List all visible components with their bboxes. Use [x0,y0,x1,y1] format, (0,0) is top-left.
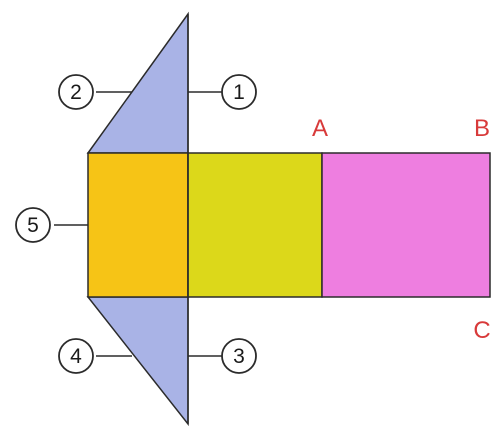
rectangle-pink [321,152,491,298]
face-marker-5 [15,207,51,243]
face-label-2: 2 [70,81,82,104]
point-label-a: A [312,115,328,142]
face-marker-4 [58,338,94,374]
face-label-4: 4 [70,345,82,368]
point-label-b: B [474,115,490,142]
square-yellow [187,152,323,298]
triangle-bottom [86,296,189,427]
point-label-c: C [473,317,490,344]
face-marker-3 [221,338,257,374]
triangle-top [86,11,189,154]
face-marker-2 [58,74,94,110]
face-label-3: 3 [233,345,245,368]
face-label-5: 5 [27,214,39,237]
face-label-1: 1 [233,81,245,104]
square-orange [87,152,189,298]
face-marker-1 [221,74,257,110]
